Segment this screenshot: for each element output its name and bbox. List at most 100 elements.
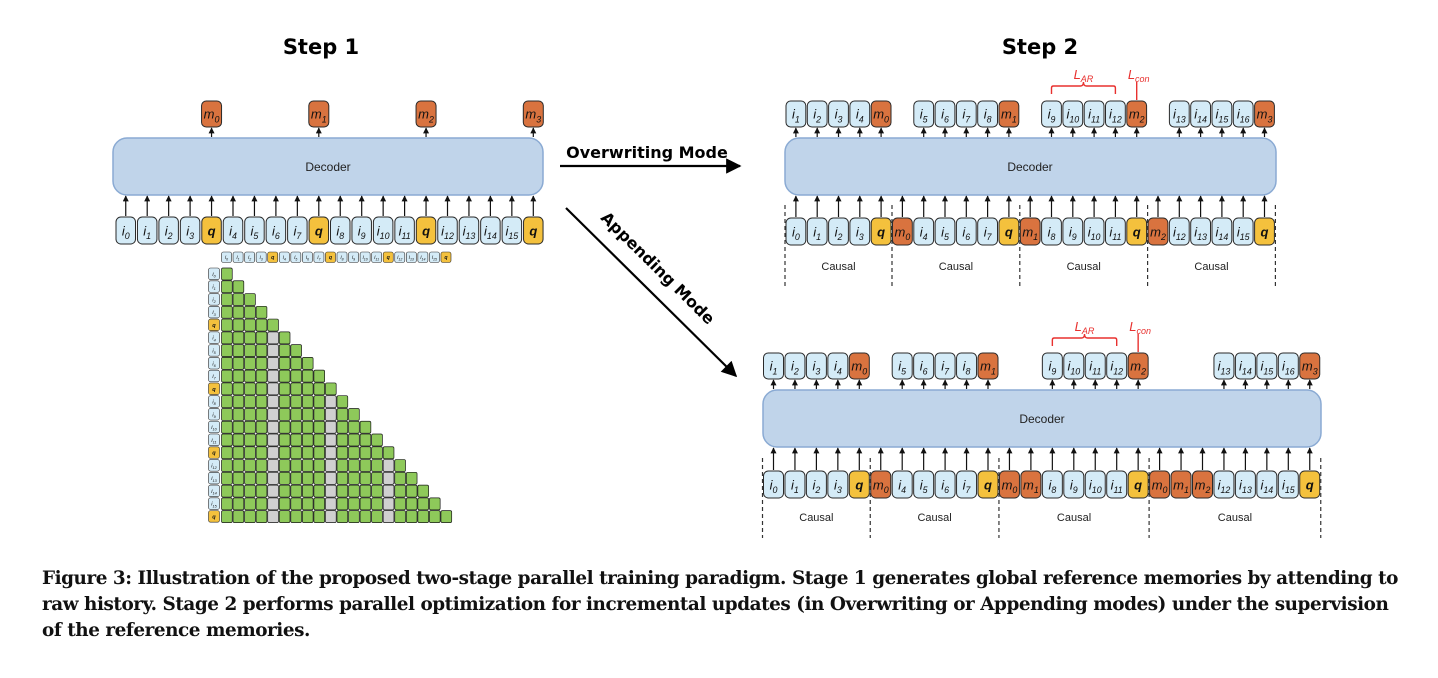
mask-cell-attend	[267, 318, 279, 332]
mask-cell-attend	[278, 420, 291, 434]
mask-cell-attend	[221, 484, 233, 498]
loss-ar-label: LAR	[1075, 319, 1095, 336]
mask-cell-attend	[244, 331, 256, 345]
mask-cell-attend	[313, 382, 325, 396]
mask-cell-attend	[302, 459, 314, 472]
token-label: q	[1134, 477, 1142, 492]
causal-segment-label: Causal	[799, 512, 833, 524]
mask-column-header: q	[267, 251, 279, 263]
output-token: m3	[1299, 352, 1321, 380]
mask-cell-attend	[221, 497, 233, 511]
token-label: i10	[1089, 477, 1102, 495]
step1-input-token: i2	[158, 216, 179, 245]
token-label: i16	[1282, 359, 1295, 377]
output-token: i2	[784, 352, 806, 380]
mask-cell-attend	[221, 420, 233, 434]
input-token: i13	[1190, 217, 1211, 246]
output-token: i14	[1190, 100, 1211, 128]
token-label: q	[212, 323, 216, 329]
mask-cell-attend	[278, 510, 291, 523]
token-label: m0	[895, 224, 911, 242]
mask-cell-attend	[336, 420, 349, 434]
mask-cell-attend	[302, 497, 314, 511]
input-token: i14	[1211, 217, 1233, 246]
token-label: i5	[294, 255, 297, 261]
mask-row-header: i14	[208, 484, 220, 497]
mask-cell-attend	[255, 471, 268, 485]
mask-cell-attend	[302, 510, 314, 523]
token-label: q	[387, 255, 391, 261]
mask-cell-attend	[290, 382, 302, 396]
mask-row-header: i12	[208, 459, 220, 472]
token-label: i11	[1111, 477, 1123, 495]
mask-cell-attend	[290, 459, 302, 472]
mask-cell-attend	[278, 497, 291, 511]
mask-cell-attend	[302, 420, 314, 434]
loss-ar-label: LAR	[1074, 67, 1094, 84]
mask-cell-attend	[255, 369, 268, 383]
mask-cell-attend	[221, 318, 233, 332]
mask-cell-attend	[221, 459, 233, 472]
mask-row-header: q	[208, 318, 220, 331]
token-label: m0	[204, 107, 220, 125]
token-label: m2	[1129, 107, 1145, 125]
mask-cell-attend	[221, 280, 233, 294]
token-label: q	[877, 224, 885, 239]
output-token: i15	[1256, 352, 1278, 380]
mask-cell-attend	[232, 395, 245, 409]
token-label: i3	[812, 359, 820, 377]
token-label: i6	[941, 477, 949, 495]
token-label: i8	[336, 223, 344, 241]
token-label: i5	[251, 223, 259, 241]
step1-input-token: q	[523, 216, 544, 245]
token-label: i2	[791, 359, 799, 377]
token-label: i1	[792, 107, 800, 125]
mask-column-header: i3	[255, 251, 267, 263]
mask-cell-blocked	[267, 510, 279, 523]
mask-cell-attend	[255, 510, 268, 523]
output-token: i11	[1083, 100, 1105, 128]
mask-cell-attend	[394, 471, 406, 485]
mask-cell-attend	[290, 408, 302, 421]
mask-cell-attend	[336, 395, 349, 409]
step1-memory-token: m1	[308, 100, 330, 128]
output-token: m1	[977, 352, 999, 380]
mask-cell-attend	[232, 305, 245, 319]
input-token: i5	[913, 470, 935, 499]
token-label: q	[1306, 477, 1314, 492]
mask-cell-attend	[290, 484, 302, 498]
mask-row-header: i9	[208, 408, 220, 421]
appending-decoder-label: Decoder	[1019, 412, 1064, 426]
mask-column-header: i13	[405, 251, 417, 263]
mask-cell-attend	[232, 382, 245, 396]
mask-cell-attend	[302, 369, 314, 383]
token-label: i4	[856, 107, 864, 125]
mask-cell-attend	[232, 497, 245, 511]
mask-cell-attend	[278, 484, 291, 498]
mask-cell-attend	[221, 305, 233, 319]
mask-cell-attend	[302, 408, 314, 421]
mask-cell-attend	[371, 446, 383, 460]
overwriting-decoder: Decoder	[784, 137, 1277, 196]
mask-cell-attend	[221, 357, 233, 370]
mask-cell-attend	[359, 471, 372, 485]
input-token: q	[1126, 217, 1148, 246]
token-label: m1	[1023, 477, 1039, 495]
mask-cell-blocked	[382, 484, 395, 498]
mask-column-header: q	[382, 251, 394, 263]
input-token: i9	[1063, 470, 1085, 499]
input-token: i14	[1256, 470, 1278, 499]
mask-cell-attend	[255, 459, 268, 472]
token-label: i8	[212, 400, 216, 407]
mask-cell-attend	[348, 459, 360, 472]
loss-ar-bracket	[1051, 333, 1118, 346]
output-token: i6	[934, 100, 956, 128]
mask-cell-blocked	[382, 510, 395, 523]
mask-cell-attend	[255, 331, 268, 345]
mask-cell-attend	[394, 510, 406, 523]
figure-caption: Figure 3: Illustration of the proposed t…	[42, 568, 1398, 641]
